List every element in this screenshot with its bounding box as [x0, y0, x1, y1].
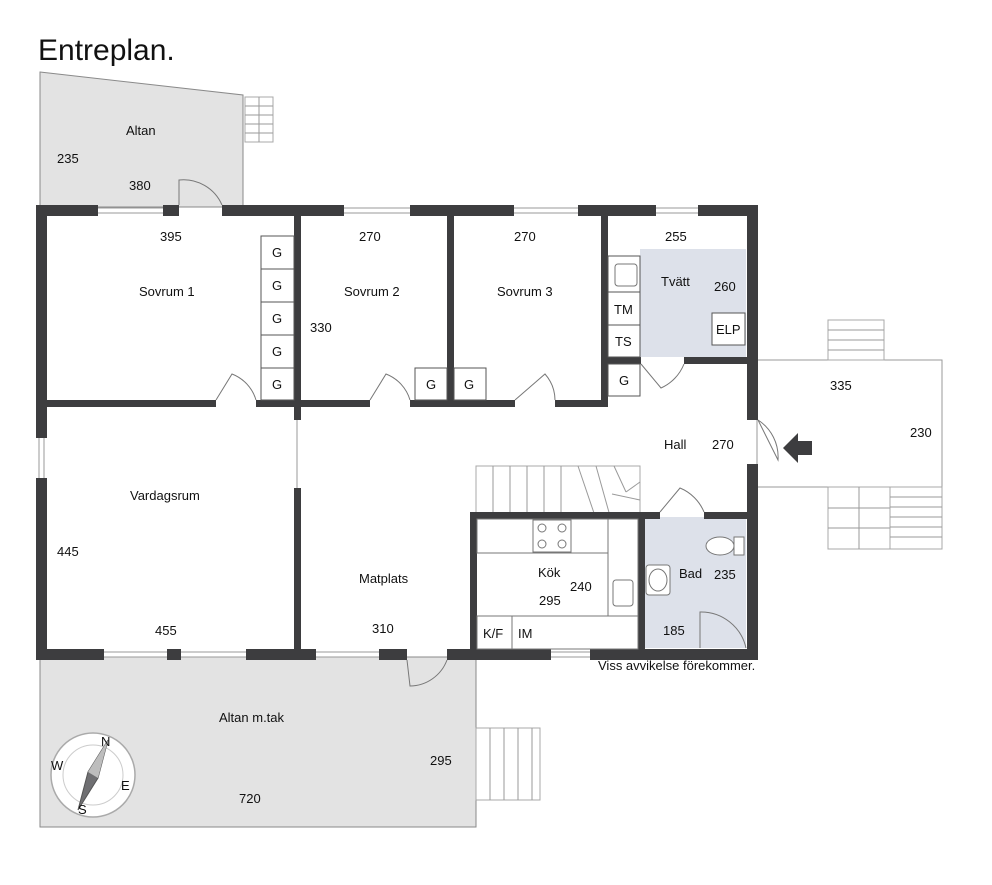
sovrum1-dim: 395 — [160, 229, 182, 244]
entry-deck-dim-2: 230 — [910, 425, 932, 440]
closet-label: G — [272, 278, 282, 293]
closet-column — [260, 235, 295, 401]
kok-label: Kök — [538, 565, 561, 580]
top-left-stairs — [244, 96, 274, 143]
bad-dim-1: 235 — [714, 567, 736, 582]
elp-label: ELP — [716, 322, 741, 337]
sovrum2-dim-1: 270 — [359, 229, 381, 244]
sovrum1-label: Sovrum 1 — [139, 284, 195, 299]
compass-s: S — [78, 802, 87, 817]
hall-dim: 270 — [712, 437, 734, 452]
altan-tak-dim-2: 295 — [430, 753, 452, 768]
compass-e: E — [121, 778, 130, 793]
plan-title: Entreplan. — [38, 34, 175, 67]
entry-deck-dim-1: 335 — [830, 378, 852, 393]
im-label: IM — [518, 626, 532, 641]
vardagsrum-dim-2: 455 — [155, 623, 177, 638]
altan-top-dim-2: 380 — [129, 178, 151, 193]
vardagsrum-dim-1: 445 — [57, 544, 79, 559]
closet-label: G — [272, 311, 282, 326]
bathroom-fixtures — [645, 536, 745, 596]
sovrum2-label: Sovrum 2 — [344, 284, 400, 299]
fixture-labels: G G G G G G G G TM TS ELP K/F IM — [272, 245, 741, 641]
altan-top-dim-1: 235 — [57, 151, 79, 166]
compass-w: W — [51, 758, 64, 773]
compass-icon: N S E W — [50, 732, 136, 818]
matplats-label: Matplats — [359, 571, 409, 586]
entry-bottom-stairs — [827, 486, 943, 550]
closet-label: G — [619, 373, 629, 388]
sovrum3-label: Sovrum 3 — [497, 284, 553, 299]
walls — [36, 205, 758, 660]
sovrum3-dim: 270 — [514, 229, 536, 244]
altan-tak-label: Altan m.tak — [219, 710, 285, 725]
sovrum2-dim-2: 330 — [310, 320, 332, 335]
disclaimer-note: Viss avvikelse förekommer. — [598, 658, 755, 673]
windows — [38, 207, 698, 658]
bottom-stairs — [475, 727, 541, 801]
tvatt-dim-2: 260 — [714, 279, 736, 294]
room-labels: Altan 235 380 395 Sovrum 1 270 Sovrum 2 … — [57, 123, 932, 806]
closet-label: G — [426, 377, 436, 392]
kf-label: K/F — [483, 626, 503, 641]
closet-label: G — [272, 245, 282, 260]
entry-top-stairs — [827, 319, 885, 361]
vardagsrum-label: Vardagsrum — [130, 488, 200, 503]
ts-label: TS — [615, 334, 632, 349]
tvatt-label: Tvätt — [661, 274, 690, 289]
closet-label: G — [272, 377, 282, 392]
closets-misc — [414, 255, 746, 401]
entrance-arrow-icon — [783, 433, 812, 463]
kok-dim-2: 240 — [570, 579, 592, 594]
hall-label: Hall — [664, 437, 687, 452]
closet-label: G — [464, 377, 474, 392]
matplats-dim: 310 — [372, 621, 394, 636]
compass-n: N — [101, 734, 110, 749]
interior-stairs — [475, 465, 641, 517]
doors — [178, 179, 779, 687]
tvatt-dim-1: 255 — [665, 229, 687, 244]
kok-dim-1: 295 — [539, 593, 561, 608]
altan-top-label: Altan — [126, 123, 156, 138]
tm-label: TM — [614, 302, 633, 317]
kitchen-counters — [476, 263, 639, 650]
altan-tak-dim-1: 720 — [239, 791, 261, 806]
closet-label: G — [272, 344, 282, 359]
bad-label: Bad — [679, 566, 702, 581]
bad-dim-2: 185 — [663, 623, 685, 638]
